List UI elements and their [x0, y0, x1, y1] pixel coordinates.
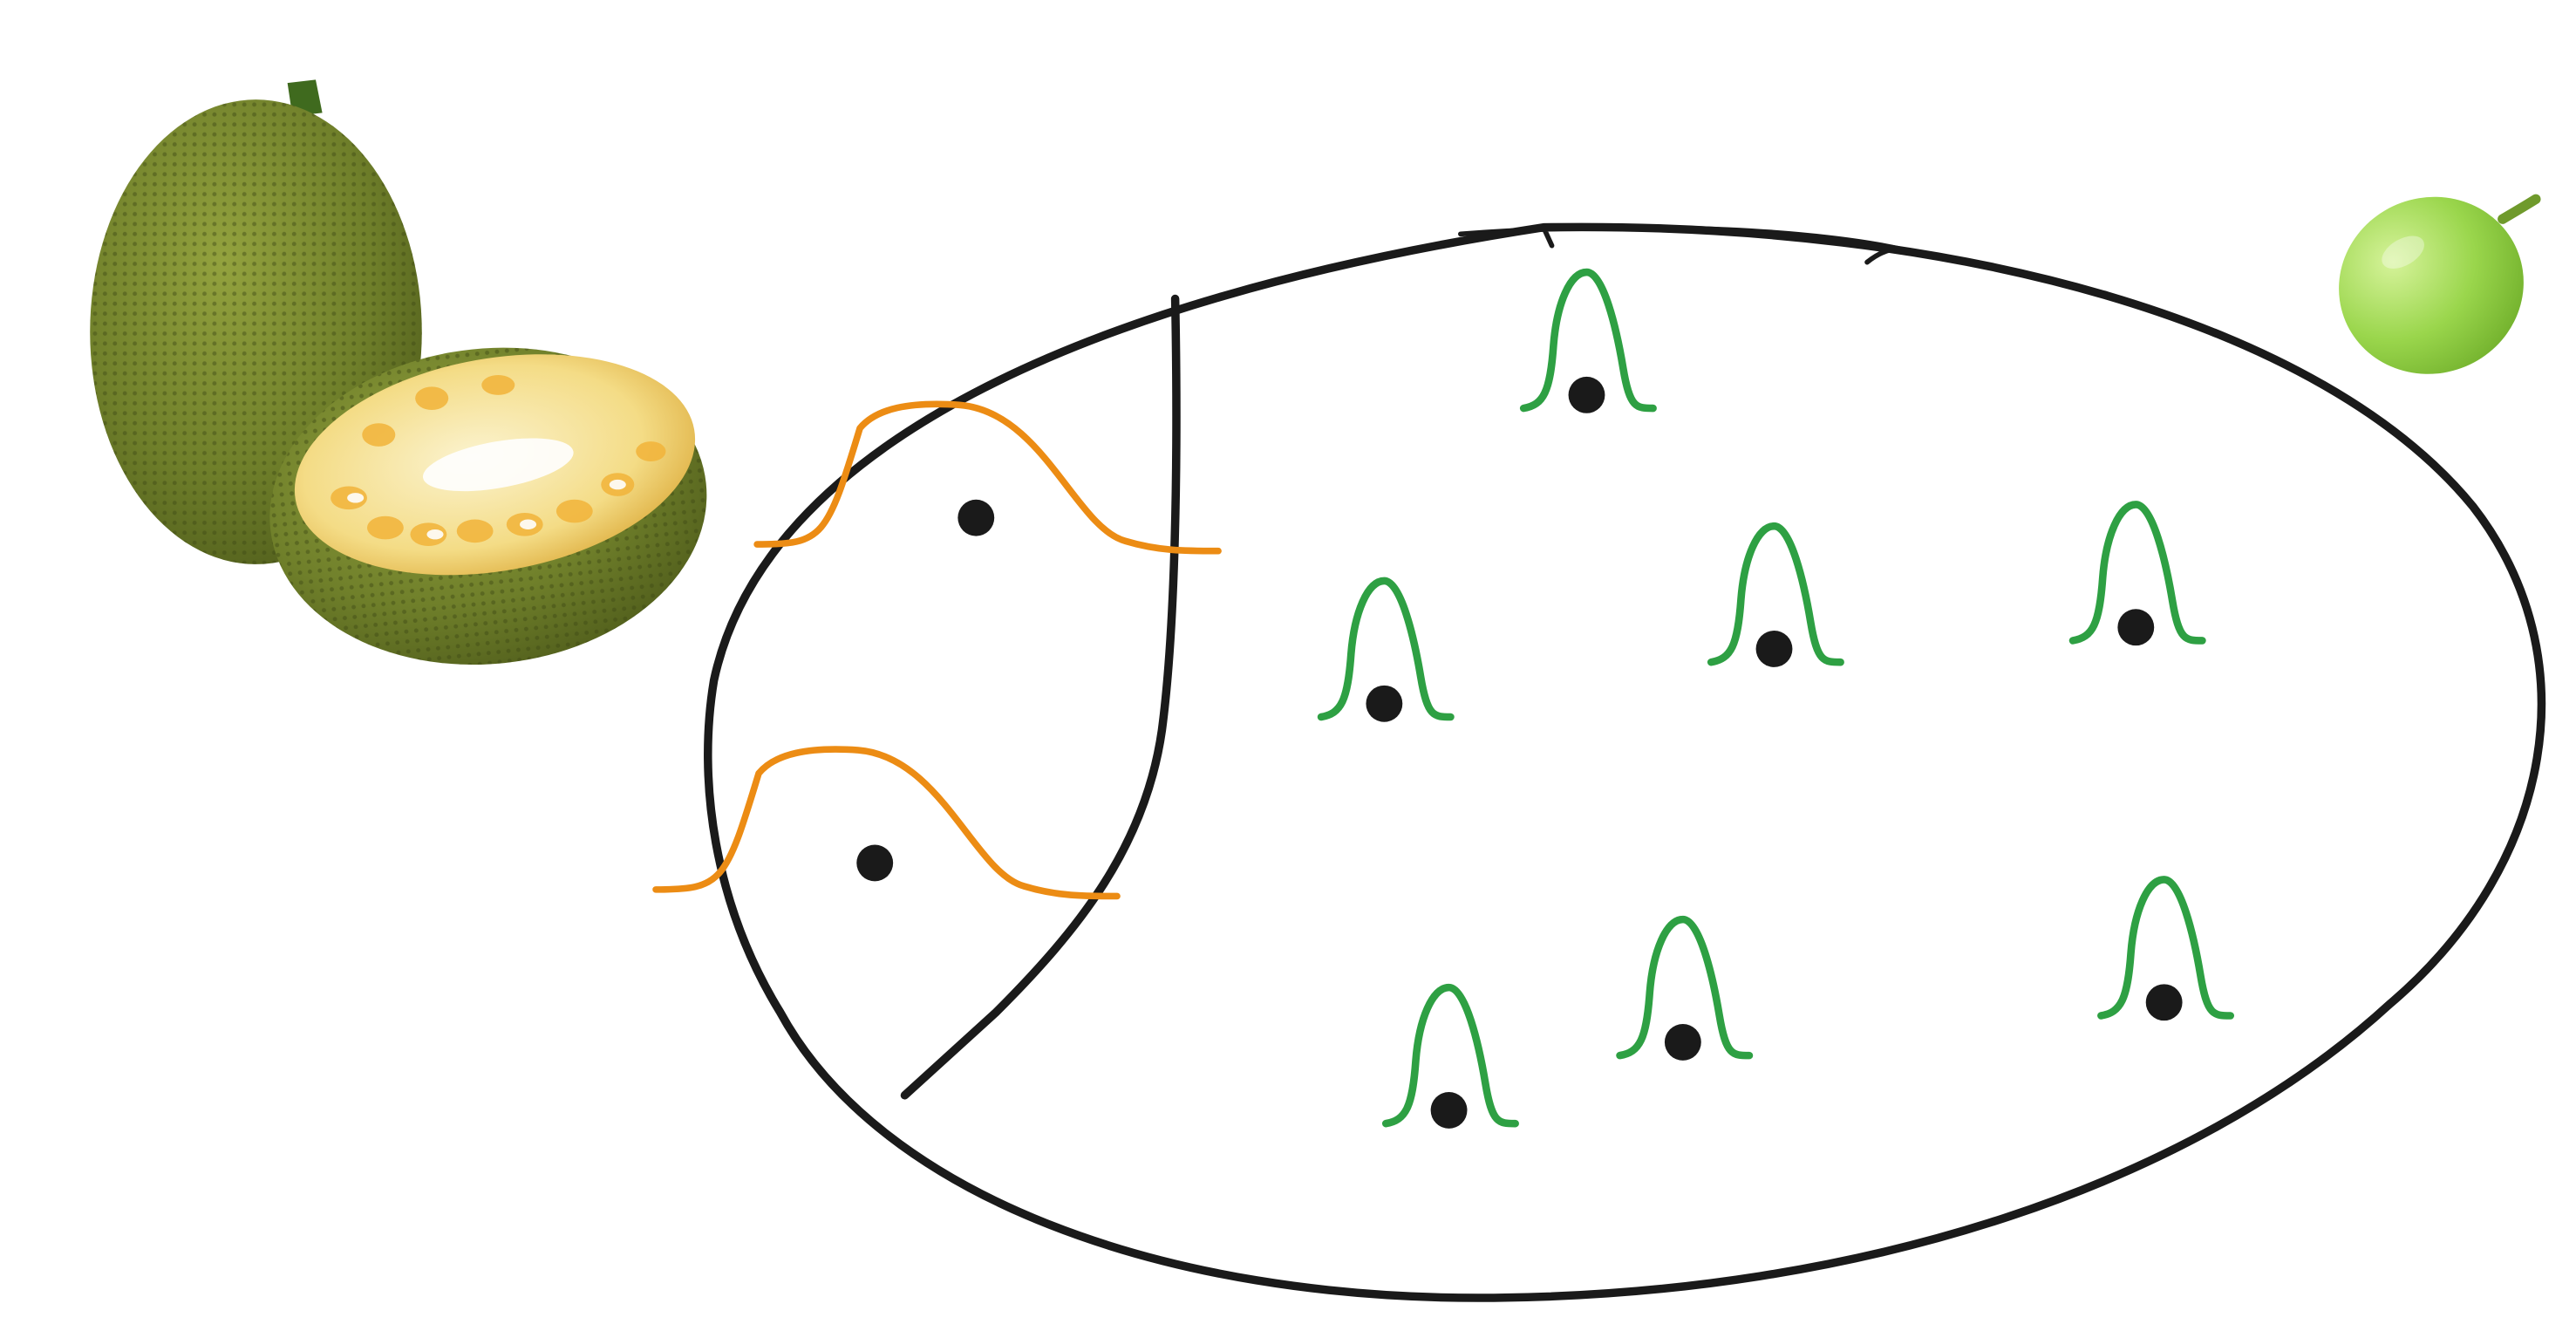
narrow-bell-curve: [1616, 915, 1754, 1060]
narrow-bell-curve: [1381, 983, 1519, 1128]
wide-distribution: [652, 746, 1121, 900]
narrow-bell-curve: [2068, 501, 2206, 645]
mean-dot: [856, 844, 894, 882]
grape-illustration: [2339, 194, 2541, 374]
jackfruit-illustration: [90, 79, 707, 666]
mean-dot: [2145, 984, 2183, 1021]
narrow-distribution: [2097, 876, 2235, 1021]
narrow-bell-curve: [2097, 876, 2235, 1020]
mean-dot: [2117, 609, 2155, 646]
jackfruit-half: [269, 347, 707, 666]
narrow-distribution: [1317, 577, 1455, 722]
narrow-bell-curve: [1519, 268, 1657, 413]
wide-distributions: [652, 400, 1222, 900]
wide-distribution: [753, 400, 1222, 555]
narrow-distribution: [1616, 915, 1754, 1061]
narrow-distribution: [1707, 522, 1844, 667]
mean-dot: [1430, 1092, 1468, 1129]
narrow-distribution: [1519, 268, 1657, 413]
mean-dot: [1568, 376, 1605, 413]
partition-curve: [900, 294, 1181, 1100]
narrow-distribution: [2068, 501, 2206, 646]
wide-bell-curve: [753, 400, 1222, 555]
outer-ellipse: [704, 222, 2546, 1302]
mean-dot: [957, 499, 995, 536]
narrow-distributions: [1317, 268, 2235, 1129]
mean-dot: [1664, 1023, 1701, 1061]
mean-dot: [1755, 631, 1793, 667]
narrow-bell-curve: [1317, 577, 1455, 721]
mean-dot: [1366, 685, 1403, 722]
narrow-bell-curve: [1707, 522, 1844, 666]
narrow-distribution: [1381, 983, 1519, 1129]
wide-bell-curve: [652, 746, 1121, 900]
